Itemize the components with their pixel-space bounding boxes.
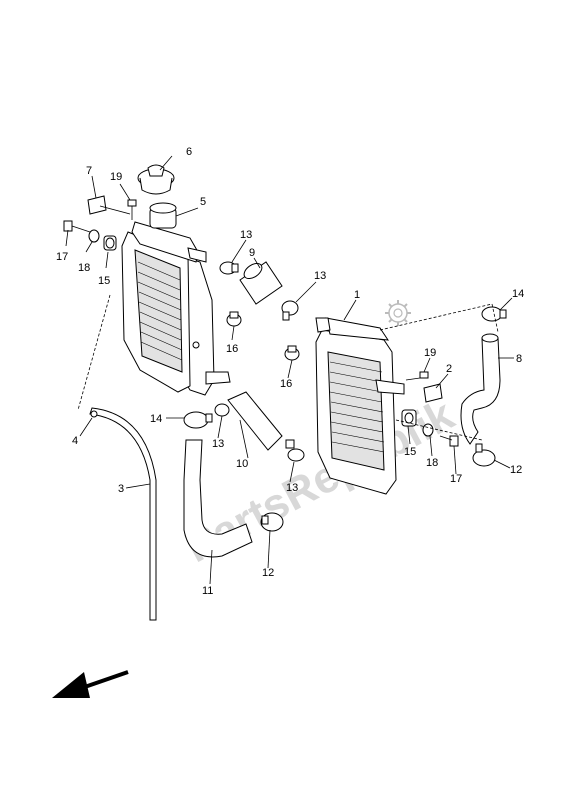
- callout-8: 8: [516, 353, 522, 365]
- callout-15: 15: [404, 446, 416, 458]
- hose-8: [460, 337, 501, 445]
- callout-17: 17: [450, 473, 462, 485]
- bolt-16-right: [284, 345, 300, 361]
- callout-14: 14: [150, 413, 162, 425]
- callout-12: 12: [510, 464, 522, 476]
- callout-4: 4: [72, 435, 78, 447]
- callout-16: 16: [226, 343, 238, 355]
- front-direction-arrow-icon: [52, 670, 129, 698]
- left-radiator: [121, 202, 231, 396]
- clamp-13-a: [219, 261, 239, 275]
- hose-9: [239, 261, 283, 305]
- callout-6: 6: [186, 146, 192, 158]
- radiator-cap: [137, 164, 175, 195]
- washer-18-right: [422, 423, 434, 437]
- callout-11: 11: [202, 585, 213, 597]
- callout-13: 13: [212, 438, 224, 450]
- callout-5: 5: [200, 196, 206, 208]
- callout-18: 18: [426, 457, 438, 469]
- right-radiator: [315, 317, 405, 495]
- clip-4: [90, 410, 98, 418]
- gear-icon: [385, 300, 411, 326]
- callout-17: 17: [56, 251, 68, 263]
- clamp-13-c: [214, 403, 230, 417]
- clamp-12-right: [472, 443, 496, 467]
- callout-9: 9: [249, 247, 255, 259]
- hose-10: [227, 391, 283, 451]
- clamp-13-b: [281, 300, 299, 321]
- callout-15: 15: [98, 275, 110, 287]
- callout-19: 19: [424, 347, 436, 359]
- callout-13: 13: [314, 270, 326, 282]
- callout-12: 12: [262, 567, 274, 579]
- leader-lines: [65, 155, 514, 585]
- bolt-19-left: [127, 199, 137, 220]
- bolt-16-left: [226, 311, 242, 327]
- clamp-14-right: [481, 306, 507, 322]
- callout-13: 13: [286, 482, 298, 494]
- callout-10: 10: [236, 458, 248, 470]
- plate-2: [423, 383, 443, 403]
- grommet-15-left: [103, 235, 117, 251]
- left-radiator-fins: [137, 261, 183, 361]
- clamp-14-left: [183, 411, 213, 429]
- grommet-15-right: [401, 409, 417, 427]
- clamp-12-left: [260, 512, 284, 532]
- right-radiator-fins: [329, 361, 385, 453]
- clamp-13-d: [285, 439, 305, 462]
- callout-14: 14: [512, 288, 524, 300]
- callout-3: 3: [118, 483, 124, 495]
- callout-7: 7: [86, 165, 92, 177]
- callout-2: 2: [446, 363, 452, 375]
- callout-labels: 6 7 19 5 17 18 15 13 9 13 1 14 16 19 8 2…: [56, 146, 524, 597]
- callout-18: 18: [78, 262, 90, 274]
- callout-1: 1: [354, 289, 360, 301]
- bolt-19-right: [405, 371, 429, 381]
- callout-13: 13: [240, 229, 252, 241]
- overflow-tube-3: [89, 407, 157, 621]
- callout-19: 19: [110, 171, 122, 183]
- plate-7: [87, 195, 107, 215]
- washer-18-left: [88, 229, 100, 243]
- hose-11: [183, 439, 253, 558]
- callout-16: 16: [280, 378, 292, 390]
